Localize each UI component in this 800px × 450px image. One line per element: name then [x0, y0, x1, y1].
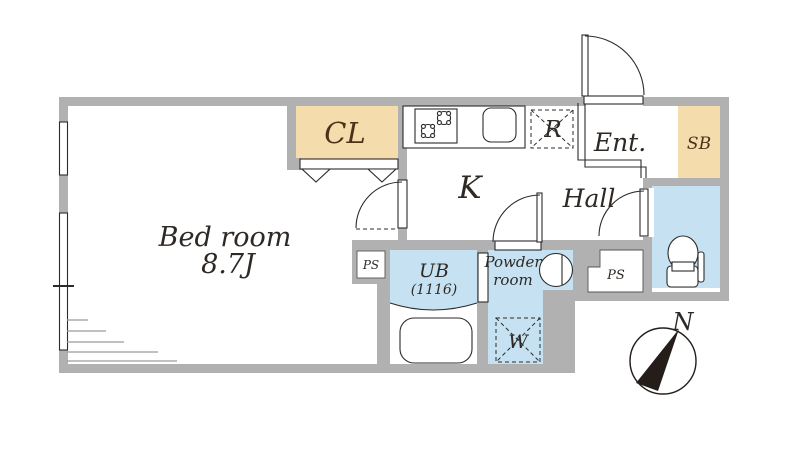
room-labels: Bed room 8.7J CL K R Ent. SB Hall UB (11… — [158, 116, 711, 353]
compass-needle — [636, 329, 679, 391]
powder-door-opening — [494, 240, 542, 251]
pipe-space-right-box — [587, 249, 644, 293]
bedroom-door-arc — [355, 181, 403, 229]
refrigerator-space-box — [530, 109, 574, 149]
shoe-box-label: SB — [687, 134, 711, 154]
washbasin — [538, 252, 574, 288]
powder-door-leaf — [536, 192, 543, 243]
wall-ub-left — [377, 282, 390, 364]
closet-door-track — [299, 158, 399, 170]
unit-bath-door — [477, 252, 489, 303]
bathtub — [399, 317, 473, 364]
pipe-space-left-box — [356, 250, 386, 279]
wall-ps-notch — [588, 250, 600, 267]
windows — [53, 121, 74, 351]
wall-toilet-top — [643, 178, 720, 186]
closet-room — [296, 104, 398, 161]
pipe-space-left-label: PS — [362, 258, 379, 272]
unit-bath-curve — [389, 302, 478, 311]
entrance-step — [577, 103, 647, 178]
wall-bedroom-kitchen-lower — [398, 228, 407, 242]
refrigerator-label: R — [543, 117, 561, 143]
window-upper — [58, 121, 69, 176]
wall-block-powder-right — [543, 290, 575, 373]
unit-bath-size-label: (1116) — [411, 282, 458, 298]
wall-top-right — [643, 97, 729, 106]
shoe-box-room — [678, 105, 720, 178]
wall-bottom-right — [575, 292, 729, 301]
kitchen-label: K — [457, 170, 483, 206]
unit-bath-label: UB — [419, 260, 449, 282]
closet-bifold-right — [366, 168, 398, 183]
bedroom-label: Bed room — [158, 222, 292, 253]
toilet-door-leaf — [639, 188, 649, 237]
wall-bedroom-ub — [352, 240, 495, 250]
wall-closet-stub — [287, 158, 301, 170]
compass: N — [629, 308, 697, 395]
entrance-step-inner-line — [584, 103, 647, 178]
wall-top-left — [59, 97, 585, 106]
closet-bifold-left — [300, 168, 332, 183]
wall-alcove-right — [573, 250, 588, 292]
pipe-spaces — [356, 249, 644, 293]
toilet-door-gap — [644, 188, 654, 237]
closet-label: CL — [324, 116, 365, 150]
toilet-door-arc — [598, 190, 645, 237]
toilet-icon — [666, 235, 705, 288]
pipe-space-right-label: PS — [606, 268, 625, 283]
hall-label: Hall — [562, 184, 616, 213]
kitchen-fixtures — [402, 105, 574, 149]
washer-space-box — [495, 317, 541, 363]
entrance-step-outer-line — [577, 103, 642, 178]
sanitary-fixtures — [399, 235, 705, 364]
bedroom-door-leaf — [397, 179, 408, 229]
stove-burner-1 — [420, 123, 436, 139]
bedroom-hatch-lines — [67, 319, 177, 362]
powder-room-label-1: Powder — [483, 253, 542, 271]
bedroom-area-label: 8.7J — [201, 249, 257, 280]
window-lower — [58, 212, 69, 351]
wall-bottom — [59, 364, 575, 373]
doors — [299, 34, 654, 303]
powder-room-label-2: room — [493, 271, 532, 289]
powder-door-arc — [492, 194, 541, 243]
wall-closet-left — [287, 97, 296, 163]
wall-ub-right — [477, 249, 488, 367]
kitchen-sink — [482, 107, 517, 143]
entrance-door-arc — [584, 35, 645, 96]
stove-burner-2 — [436, 110, 452, 126]
entrance-door-sill — [583, 95, 644, 105]
compass-north-label: N — [672, 308, 695, 336]
entrance-door-leaf — [581, 34, 589, 97]
washer-label: W — [508, 331, 529, 353]
entrance-label: Ent. — [593, 128, 646, 157]
wall-hall-bottom — [541, 240, 643, 250]
wall-right — [720, 97, 729, 301]
